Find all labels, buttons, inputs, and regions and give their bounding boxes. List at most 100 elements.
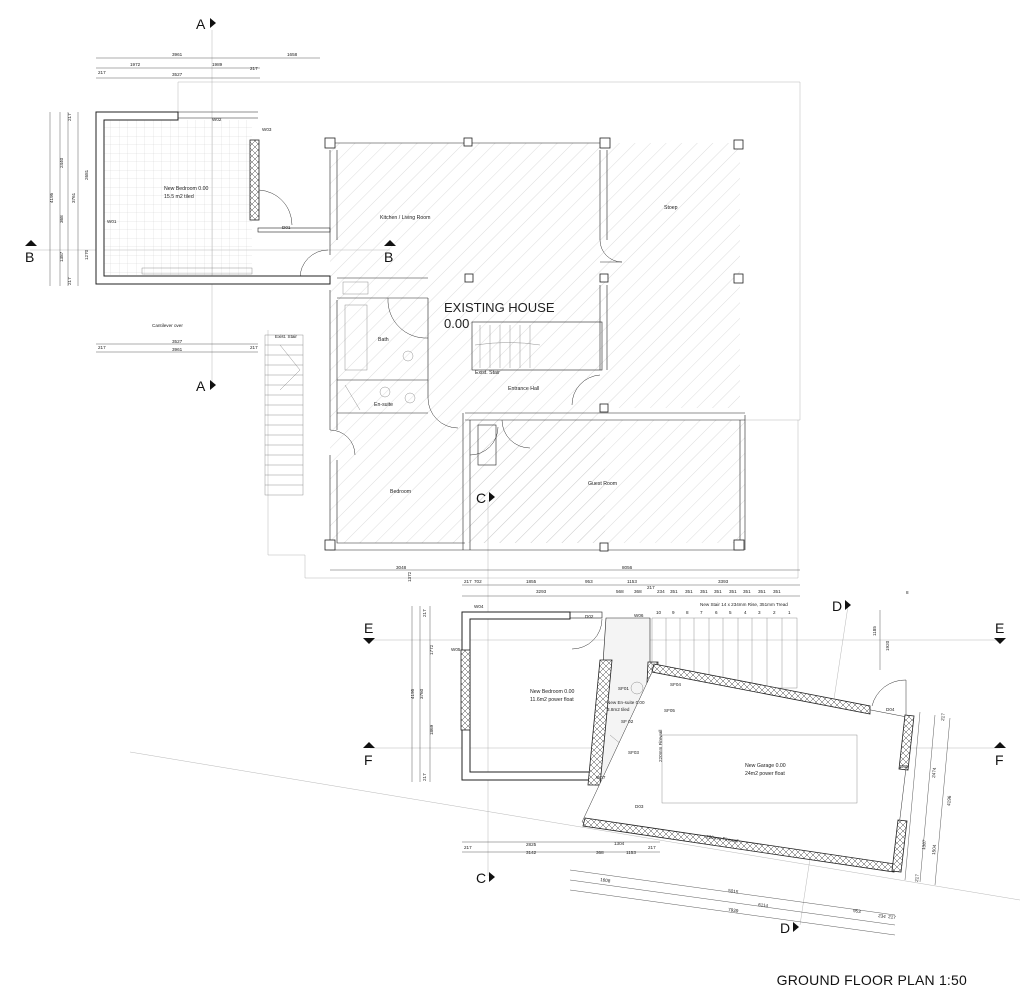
svg-text:7939: 7939 xyxy=(728,907,739,913)
section-marker-e-right: E xyxy=(995,620,1004,636)
svg-text:3293: 3293 xyxy=(536,589,547,594)
svg-text:1772: 1772 xyxy=(429,644,434,655)
svg-text:217: 217 xyxy=(98,70,106,75)
note-cantilever: Cantilever over xyxy=(152,323,183,328)
svg-text:953: 953 xyxy=(853,908,862,914)
svg-text:9: 9 xyxy=(672,610,675,615)
dimension-text: 3961 1972 1989 217 217 3527 1658 217 244… xyxy=(49,52,952,920)
svg-text:4: 4 xyxy=(744,610,747,615)
section-marker-f-right: F xyxy=(995,752,1004,768)
svg-text:351: 351 xyxy=(729,589,737,594)
shower-tag: SF04 xyxy=(670,682,681,687)
svg-text:1153: 1153 xyxy=(626,850,636,855)
svg-text:1504: 1504 xyxy=(931,844,937,855)
note-exterior-stair: Exist. Stair xyxy=(275,334,297,339)
svg-text:702: 702 xyxy=(474,579,482,584)
svg-text:4195: 4195 xyxy=(49,192,54,203)
svg-text:217: 217 xyxy=(250,66,258,71)
svg-text:234: 234 xyxy=(657,589,665,594)
section-marker-b-left: B xyxy=(25,249,34,265)
section-marker-f-left: F xyxy=(364,752,373,768)
new-bedroom-bottom xyxy=(460,611,603,781)
window-tag: W06 xyxy=(634,613,644,618)
room-label: Exist. Stair xyxy=(475,370,500,376)
svg-text:1153: 1153 xyxy=(627,579,637,584)
shower-tag: SF01 xyxy=(618,686,629,691)
section-marker-c-bottom: C xyxy=(476,870,486,886)
svg-text:8: 8 xyxy=(686,610,689,615)
room-area: 11.6m2 power float xyxy=(530,697,574,703)
window-tag: W05 xyxy=(451,647,461,652)
svg-text:4195: 4195 xyxy=(410,688,415,699)
door-tag: D01 xyxy=(282,225,291,230)
door-tag: D03 xyxy=(635,804,644,809)
new-bedroom-top xyxy=(95,111,331,285)
window-tag: W04 xyxy=(474,604,484,609)
svg-text:6114: 6114 xyxy=(758,902,769,908)
svg-text:217: 217 xyxy=(464,845,472,850)
room-label: New Bedroom 0.00 xyxy=(164,186,209,192)
shower-tag: SF05 xyxy=(664,708,675,713)
note-firewall-horizontal: 220mm Firewall xyxy=(706,834,739,843)
drawing-title: GROUND FLOOR PLAN 1:50 xyxy=(776,972,967,988)
existing-house xyxy=(299,137,746,552)
svg-text:2825: 2825 xyxy=(526,842,537,847)
svg-text:351: 351 xyxy=(758,589,766,594)
svg-text:234: 234 xyxy=(878,913,887,919)
svg-text:5: 5 xyxy=(729,610,732,615)
svg-text:351: 351 xyxy=(685,589,693,594)
svg-text:2681: 2681 xyxy=(84,169,89,180)
svg-text:1372: 1372 xyxy=(407,571,412,582)
room-label: Entrance Hall xyxy=(508,386,539,392)
window-tag: W03 xyxy=(262,127,272,132)
svg-text:10: 10 xyxy=(656,610,662,615)
svg-text:1989: 1989 xyxy=(212,62,223,67)
svg-text:1270: 1270 xyxy=(84,249,89,260)
svg-text:368: 368 xyxy=(59,215,64,223)
svg-text:568: 568 xyxy=(616,589,624,594)
svg-text:1869: 1869 xyxy=(429,724,434,735)
room-label: En-suite xyxy=(374,402,393,408)
room-area: 15.5 m2 tiled xyxy=(164,194,194,200)
element-tags: W01 W02 W03 D01 W04 W05 W06 W07 D02 D03 … xyxy=(107,117,909,809)
svg-text:3048: 3048 xyxy=(396,565,407,570)
svg-text:1304: 1304 xyxy=(614,841,625,846)
exterior-stair xyxy=(264,334,304,496)
section-marker-d-bottom: D xyxy=(780,920,790,936)
section-marker-e-left: E xyxy=(364,620,373,636)
section-marker-b-right: B xyxy=(384,249,393,265)
svg-text:3761: 3761 xyxy=(71,192,76,203)
svg-text:2440: 2440 xyxy=(59,157,64,168)
svg-text:1972: 1972 xyxy=(130,62,141,67)
existing-house-level: 0.00 xyxy=(444,316,469,331)
svg-text:217: 217 xyxy=(464,579,472,584)
room-label: Guest Room xyxy=(588,481,617,487)
room-label: Bedroom xyxy=(390,489,411,495)
svg-text:1: 1 xyxy=(788,610,791,615)
svg-text:351: 351 xyxy=(670,589,678,594)
drawing-notes: Cantilever over Exist. Stair New Stair 1… xyxy=(152,323,788,844)
svg-text:3393: 3393 xyxy=(718,579,729,584)
existing-house-title: EXISTING HOUSE xyxy=(444,300,555,315)
svg-text:1658: 1658 xyxy=(287,52,298,57)
svg-text:3527: 3527 xyxy=(172,339,183,344)
svg-text:217: 217 xyxy=(914,874,920,883)
svg-text:368: 368 xyxy=(634,589,642,594)
svg-text:5015: 5015 xyxy=(728,888,739,894)
room-label: Kitchen / Living Room xyxy=(380,215,430,221)
svg-text:217: 217 xyxy=(888,914,897,920)
window-tag: W07 xyxy=(596,775,606,780)
svg-text:1185: 1185 xyxy=(872,626,877,636)
svg-text:4196: 4196 xyxy=(946,795,952,806)
svg-text:1387: 1387 xyxy=(921,839,927,850)
section-markers: A A B B C C D D E E F F xyxy=(25,16,1006,936)
note-firewall-vertical: 220mm Firewall xyxy=(658,730,663,762)
section-marker-c-top: C xyxy=(476,490,486,506)
room-label: Bath xyxy=(378,337,389,343)
room-label: New En-suite 0.00 xyxy=(607,700,645,705)
svg-text:2: 2 xyxy=(773,610,776,615)
svg-text:217: 217 xyxy=(648,845,656,850)
shower-tag: SF 02 xyxy=(621,719,634,724)
room-area: 24m2 power float xyxy=(745,771,785,777)
